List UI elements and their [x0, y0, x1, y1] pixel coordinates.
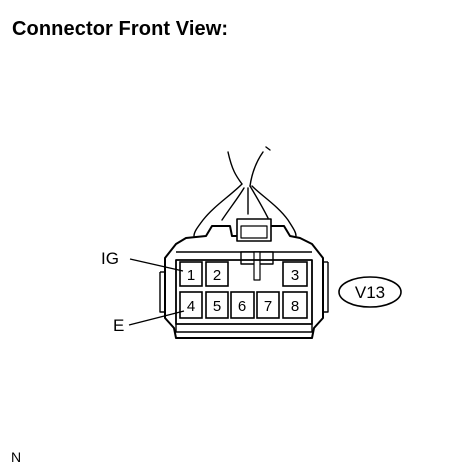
connector-code-badge: V13	[338, 276, 402, 308]
figure-code: N	[11, 449, 22, 465]
pin-cavities	[179, 261, 308, 319]
terminal-label-ig: IG	[101, 249, 119, 268]
pin-cavity-4	[179, 291, 203, 319]
page-title: Connector Front View:	[12, 18, 229, 40]
pin-cavity-3	[282, 261, 308, 287]
pin-cavity-7	[256, 291, 280, 319]
pin-cavity-1	[179, 261, 203, 287]
pin-number-6: 6	[238, 298, 246, 315]
pin-cavity-2	[205, 261, 229, 287]
connector-code: V13	[355, 283, 385, 302]
pin-number-8: 8	[291, 298, 299, 315]
wire-harness	[193, 146, 297, 237]
pin-number-1: 1	[187, 267, 195, 284]
pin-number-2: 2	[213, 267, 221, 284]
terminal-label-e: E	[113, 316, 124, 335]
leader-line-e	[128, 310, 185, 326]
pin-number-4: 4	[187, 298, 195, 315]
leader-line-ig	[129, 258, 184, 272]
pin-cavity-6	[230, 291, 255, 319]
pin-cavity-8	[282, 291, 308, 319]
pin-cavity-5	[205, 291, 229, 319]
pin-number-5: 5	[213, 298, 221, 315]
pin-number-7: 7	[264, 298, 272, 315]
pin-number-3: 3	[291, 267, 299, 284]
